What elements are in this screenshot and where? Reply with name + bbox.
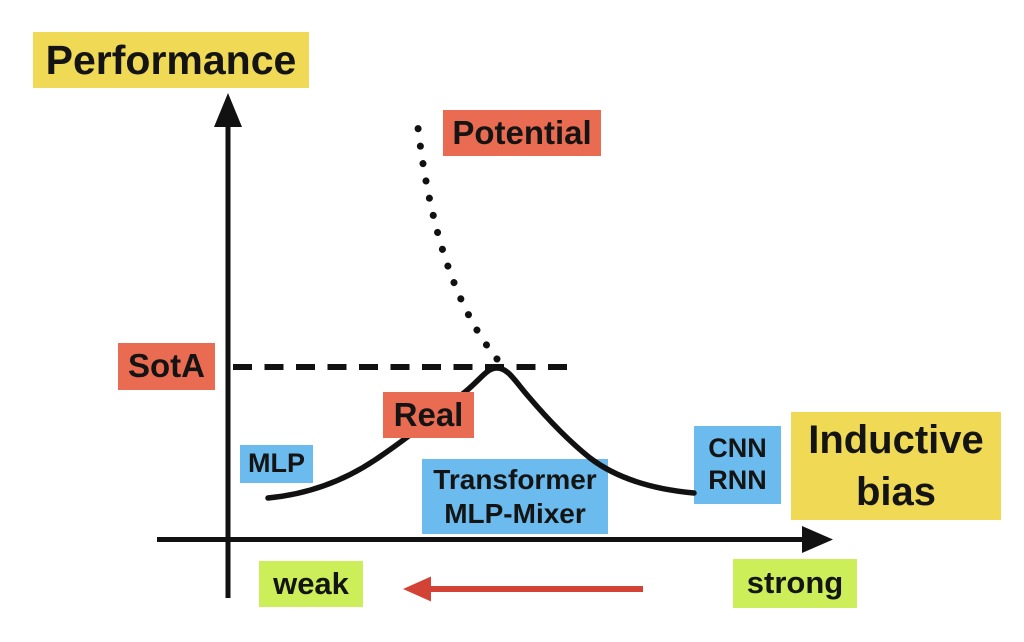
annotation-mlp: MLP — [240, 445, 313, 483]
x-end-label-strong: strong — [733, 559, 857, 608]
annotation-transformer-mlp-mixer: Transformer MLP-Mixer — [422, 459, 608, 534]
x-axis-label-inductive-bias: Inductive bias — [791, 412, 1001, 520]
x-end-label-weak: weak — [259, 561, 363, 607]
potential-performance-dotted-curve — [414, 124, 501, 363]
real-performance-curve — [265, 365, 697, 501]
bias-direction-arrowhead-icon — [403, 576, 431, 602]
x-axis-arrowhead-icon — [802, 526, 833, 553]
y-axis-label-performance: Performance — [33, 32, 309, 88]
annotation-cnn-rnn: CNN RNN — [694, 426, 781, 504]
y-axis-arrowhead-icon — [214, 93, 242, 127]
